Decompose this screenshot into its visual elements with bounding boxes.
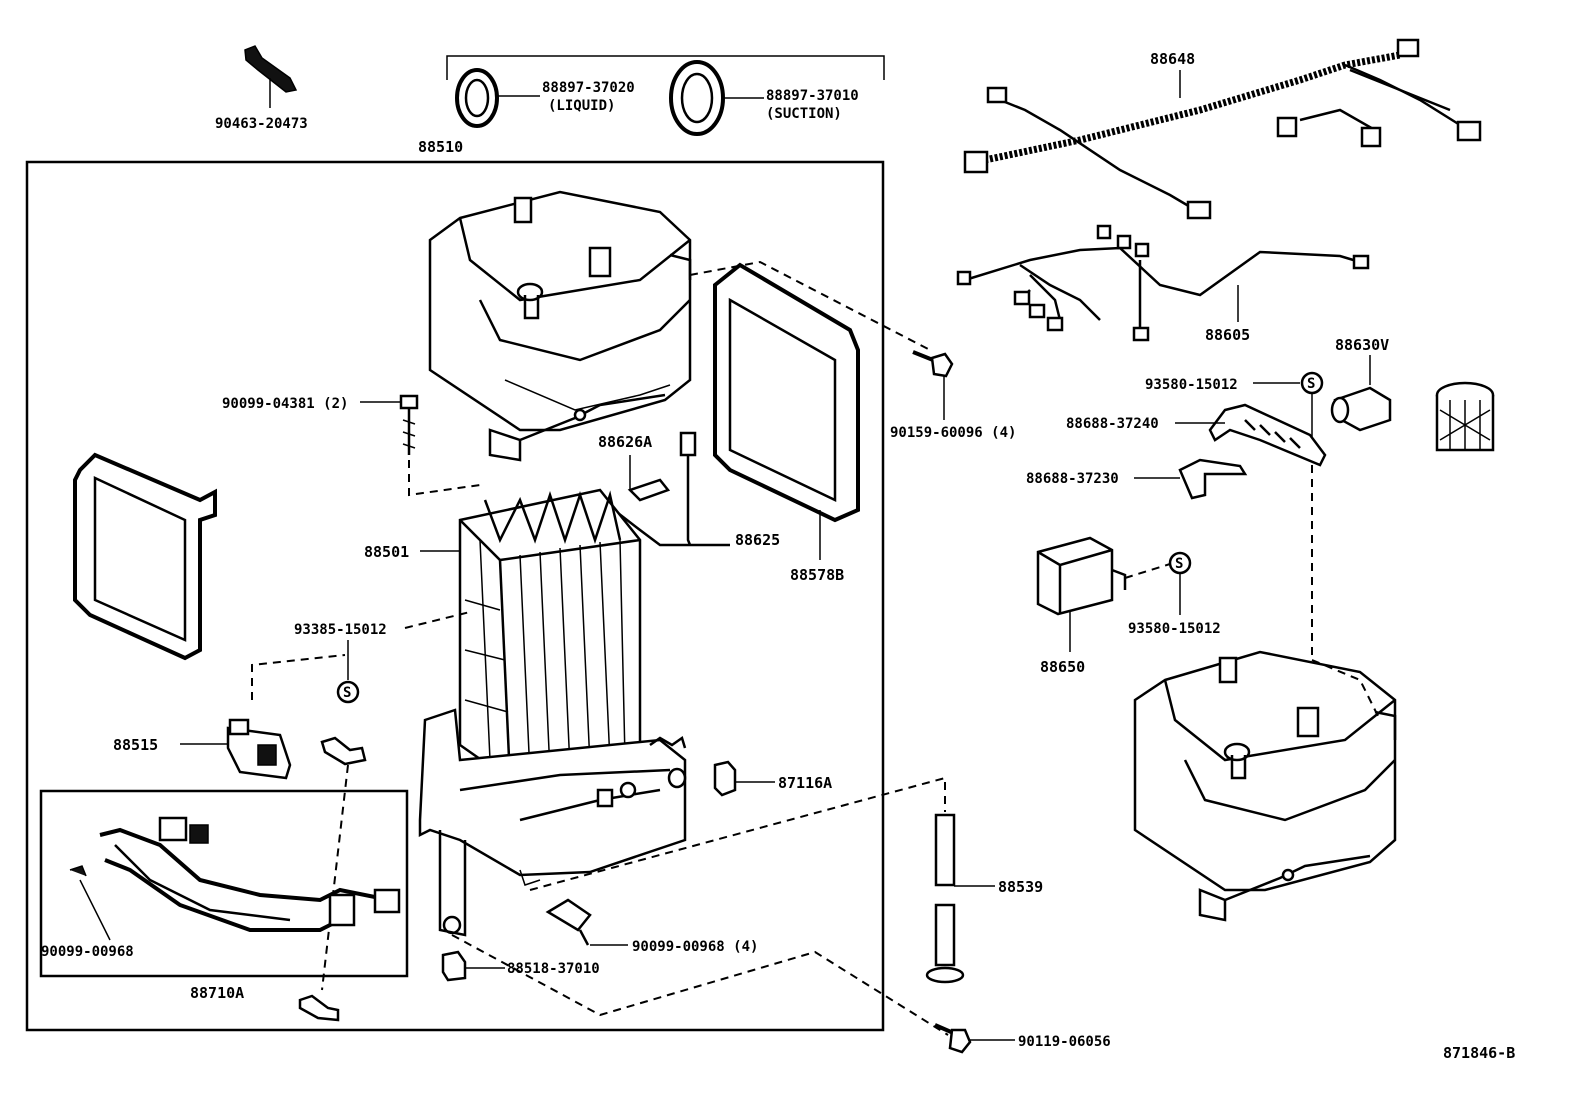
label-88630v: 88630V [1335, 336, 1389, 354]
tube-88539-icon [925, 782, 995, 984]
label-90099-00968-4: 90099-00968 (4) [632, 939, 758, 955]
label-90119-06056: 90119-06056 [1018, 1034, 1111, 1050]
leader-dash-clip [321, 764, 349, 991]
bracket-88688-37230-icon [1134, 458, 1248, 500]
clip-88518-icon [441, 950, 505, 982]
clamp-s-symbol: S [343, 685, 351, 701]
label-88897-37020: 88897-37020 [542, 80, 635, 96]
sensor-88626a-icon [627, 431, 697, 546]
lower-case-icon [418, 708, 687, 937]
label-liquid: (LIQUID) [548, 98, 615, 114]
leader-dash-right-case [1311, 659, 1381, 721]
clamp-s-a-icon: S [1300, 371, 1324, 395]
pipe-subassembly-frame [39, 789, 409, 978]
label-88605: 88605 [1205, 326, 1250, 344]
label-90463-20473: 90463-20473 [215, 116, 308, 132]
bolt-90159-icon [912, 350, 954, 420]
label-88578b: 88578B [790, 566, 844, 584]
clip-90463-icon [244, 45, 298, 108]
label-88626a: 88626A [598, 433, 652, 451]
label-suction: (SUCTION) [766, 106, 842, 122]
pipe-88710a-icon [69, 816, 401, 941]
assembly-frame-88510 [25, 160, 885, 1032]
leader-dash-88515 [251, 654, 346, 700]
label-88539: 88539 [998, 878, 1043, 896]
clamp-s-a-symbol: S [1307, 376, 1315, 392]
leader-dash-packing [689, 260, 931, 351]
bracket-88688-37240-icon [1175, 403, 1327, 467]
leader-dash-screw [408, 460, 481, 497]
clip-87116a-icon [713, 760, 775, 797]
label-90159-60096: 90159-60096 (4) [890, 425, 1016, 441]
label-88688-37240: 88688-37240 [1066, 416, 1159, 432]
evaporator-88501-icon [420, 488, 642, 782]
label-88501: 88501 [364, 543, 409, 561]
label-88510: 88510 [418, 138, 463, 156]
label-90099-00968: 90099-00968 [41, 944, 134, 960]
filter-icon [1435, 381, 1495, 452]
label-88897-37010: 88897-37010 [766, 88, 859, 104]
leader-dash-tube [529, 777, 946, 891]
screw-90099-04381-icon [360, 394, 419, 455]
label-88515: 88515 [113, 736, 158, 754]
label-88625: 88625 [735, 531, 780, 549]
label-88710a: 88710A [190, 984, 244, 1002]
harness-88648-icon [963, 38, 1482, 220]
diagram-id: 871846-B [1443, 1044, 1515, 1062]
label-90099-04381: 90099-04381 (2) [222, 396, 348, 412]
clamp-s-b-icon: S [1168, 551, 1192, 575]
bolt-90119-icon [934, 1023, 1015, 1054]
leader-dash-88650 [1124, 563, 1171, 579]
label-88650: 88650 [1040, 658, 1085, 676]
part-88630v-icon [1330, 355, 1392, 432]
clamp-s-b-symbol: S [1175, 556, 1183, 572]
leader-dash-bolt [451, 934, 949, 1036]
sensor-88625-wire [604, 502, 730, 547]
valve-88515-icon [180, 718, 292, 780]
label-93580-15012-a: 93580-15012 [1145, 377, 1238, 393]
bracket-clip-lower-icon [298, 994, 340, 1022]
packing-left-icon [73, 452, 217, 661]
label-88518-37010: 88518-37010 [507, 961, 600, 977]
clamp-s-icon: S [336, 680, 360, 704]
label-88688-37230: 88688-37230 [1026, 471, 1119, 487]
upper-case-right-icon [1133, 650, 1397, 922]
seal-group-bracket [446, 55, 885, 80]
harness-88605-icon [956, 224, 1370, 342]
bracket-clip-upper-icon [320, 736, 367, 766]
label-87116a: 87116A [778, 774, 832, 792]
screw-90099-00968-icon [545, 898, 628, 946]
seal-suction-icon [669, 60, 764, 136]
seal-liquid-icon [455, 68, 540, 128]
amplifier-88650-icon [1036, 536, 1127, 652]
upper-case-icon [428, 190, 692, 462]
packing-88578b-icon [713, 262, 860, 560]
label-88648: 88648 [1150, 50, 1195, 68]
leader-dash-93385 [404, 611, 471, 629]
label-93385-15012: 93385-15012 [294, 622, 387, 638]
label-93580-15012-b: 93580-15012 [1128, 621, 1221, 637]
